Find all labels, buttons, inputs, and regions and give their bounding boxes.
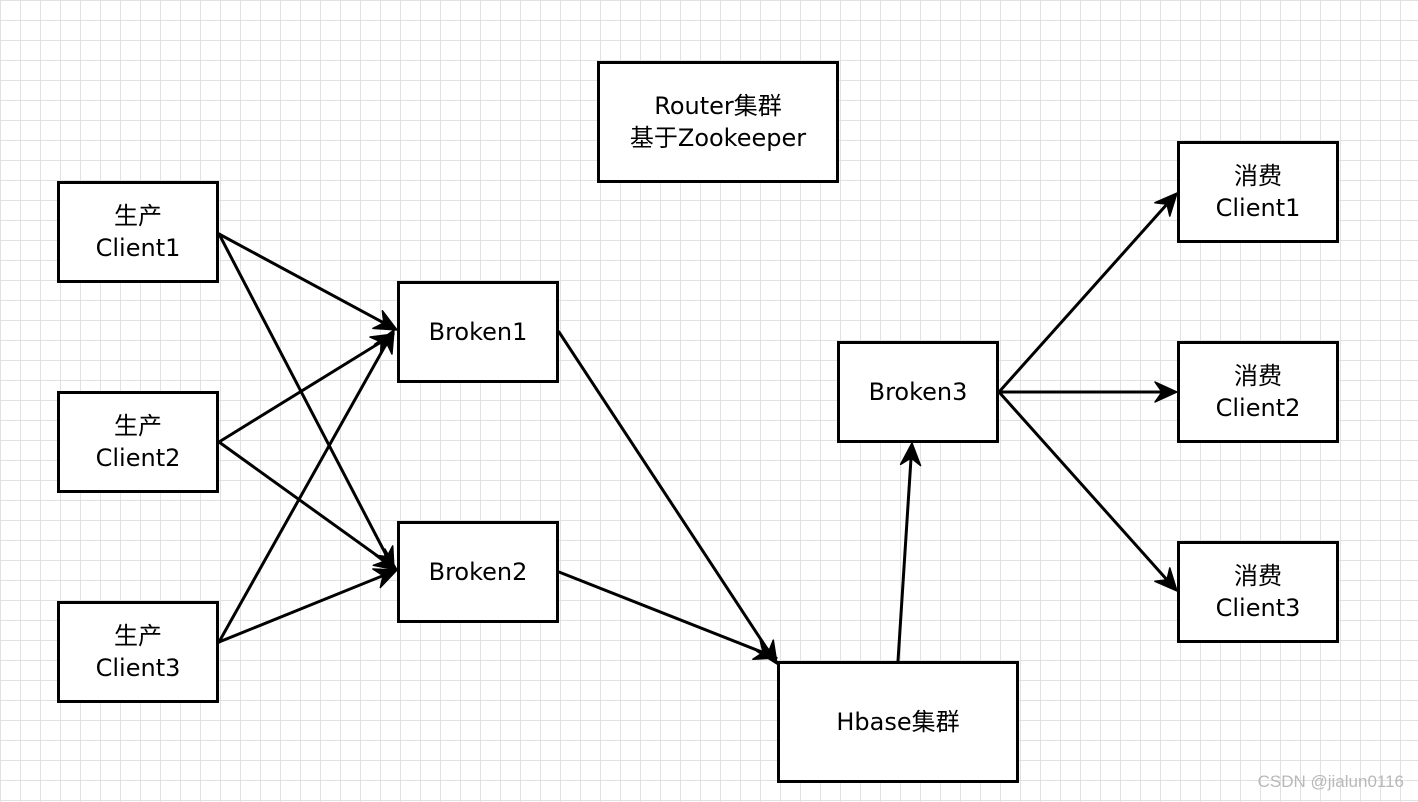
consumer-client1-name: Client1	[1215, 194, 1301, 222]
hbase-cluster-label: Hbase集群	[836, 708, 960, 736]
consumer-client2-node: 消费 Client2	[1177, 341, 1339, 443]
producer-client3-role: 生产	[114, 622, 162, 650]
edge-line	[557, 330, 771, 654]
consumer-client3-node: 消费 Client3	[1177, 541, 1339, 643]
edge-line	[217, 232, 390, 560]
consumer-client2-name: Client2	[1215, 394, 1301, 422]
producer-client1-name: Client1	[95, 234, 181, 262]
consumer-client1-role: 消费	[1234, 162, 1282, 190]
edge-line	[217, 340, 389, 644]
edge-producer3-to-broken1	[217, 329, 395, 644]
consumer-client2-role: 消费	[1234, 362, 1282, 390]
edge-line	[217, 339, 384, 444]
arrowhead-icon	[372, 548, 398, 571]
broken2-node: Broken2	[397, 521, 559, 623]
arrowhead-icon	[1154, 192, 1178, 217]
broken1-node: Broken1	[397, 281, 559, 383]
consumer-client1-node: 消费 Client1	[1177, 141, 1339, 243]
producer-client1-role: 生产	[114, 202, 162, 230]
edge-hbase-to-broken3	[896, 442, 922, 663]
router-cluster-node: Router集群 基于Zookeeper	[597, 61, 839, 183]
arrowhead-icon	[899, 442, 922, 467]
consumer-client3-role: 消费	[1234, 562, 1282, 590]
consumer-client3-name: Client3	[1215, 594, 1301, 622]
producer-client3-node: 生产 Client3	[57, 601, 219, 703]
broken3-node: Broken3	[837, 341, 999, 443]
arrowhead-icon	[752, 639, 778, 660]
edge-producer1-to-broken1	[217, 232, 398, 331]
edge-producer2-to-broken2	[217, 440, 398, 571]
edge-producer1-to-broken2	[217, 232, 395, 571]
edge-line	[997, 201, 1170, 394]
edge-producer2-to-broken1	[217, 333, 395, 444]
edge-line	[997, 390, 1170, 583]
arrowhead-icon	[1154, 567, 1178, 592]
edge-broken3-to-consumer1	[997, 192, 1178, 394]
producer-client2-name: Client2	[95, 444, 181, 472]
edge-line	[896, 455, 913, 663]
arrowhead-icon	[373, 329, 395, 355]
router-cluster-sublabel: 基于Zookeeper	[629, 124, 807, 152]
producer-client1-node: 生产 Client1	[57, 181, 219, 283]
edge-line	[557, 570, 766, 655]
arrowhead-icon	[372, 568, 398, 589]
edge-line	[217, 573, 386, 644]
edge-broken2-to-hbase	[557, 570, 778, 660]
broken3-label: Broken3	[868, 378, 968, 406]
edge-line	[217, 232, 387, 325]
edge-broken3-to-consumer2	[997, 381, 1178, 403]
edge-broken3-to-consumer3	[997, 390, 1178, 592]
arrowhead-icon	[1154, 381, 1178, 403]
producer-client2-node: 生产 Client2	[57, 391, 219, 493]
watermark-text: CSDN @jialun0116	[1257, 772, 1404, 791]
arrowhead-icon	[372, 310, 398, 331]
broken2-label: Broken2	[428, 558, 528, 586]
producer-client2-role: 生产	[114, 412, 162, 440]
edge-producer3-to-broken2	[217, 568, 398, 644]
hbase-cluster-node: Hbase集群	[777, 661, 1019, 783]
edge-line	[217, 440, 388, 564]
producer-client3-name: Client3	[95, 654, 181, 682]
router-cluster-label: Router集群	[654, 92, 782, 120]
broken1-label: Broken1	[428, 318, 528, 346]
